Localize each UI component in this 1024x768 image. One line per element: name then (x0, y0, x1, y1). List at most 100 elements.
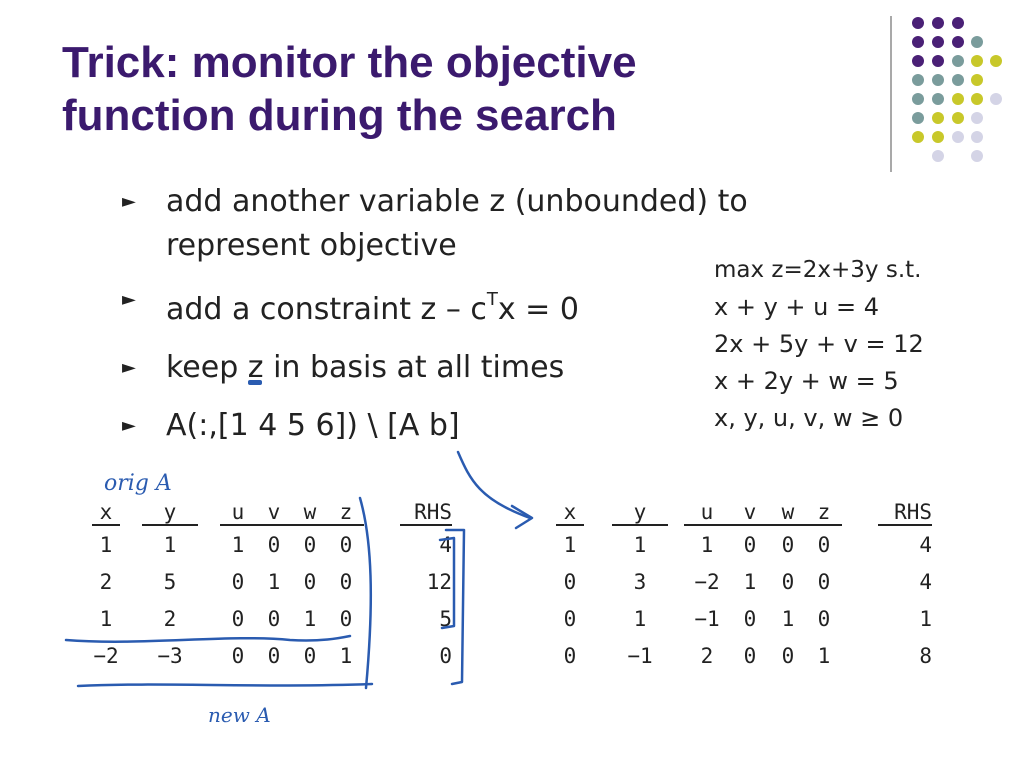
handwritten-new-a-label: new A (208, 703, 271, 727)
table-cell: 4 (919, 569, 932, 594)
spacer (668, 637, 684, 674)
table-cell: 0 (303, 532, 317, 557)
spacer (584, 600, 612, 637)
bullet-text: A(:,[1 4 5 6]) \ [A b] (166, 408, 460, 443)
dot (990, 93, 1002, 105)
column-header: u (684, 496, 730, 526)
transpose-superscript: T (486, 289, 498, 310)
dot (971, 93, 983, 105)
dot (971, 112, 983, 124)
dot (932, 17, 944, 29)
table-cell: 1 (339, 643, 353, 668)
bullet-arrow-icon: ► (122, 191, 136, 212)
bullet-text: add another variable z (unbounded) to re… (166, 184, 748, 263)
dot (952, 74, 964, 86)
table-cell: 2 (99, 569, 113, 594)
spacer (198, 637, 220, 674)
dot (912, 131, 924, 143)
table-cell: 0 (339, 532, 353, 557)
table-cell: 0 (439, 643, 452, 668)
table-cell: 0 (303, 569, 317, 594)
dot (952, 93, 964, 105)
table-cell: 1 (700, 532, 714, 557)
dot (932, 55, 944, 67)
table-cell: 1 (563, 532, 577, 557)
table-cell: 0 (743, 532, 757, 557)
spacer (120, 637, 142, 674)
spacer (668, 600, 684, 637)
bullet-arrow-icon: ► (122, 289, 136, 310)
slide-title-line-1: Trick: monitor the objective (62, 38, 637, 87)
decorative-divider (890, 16, 892, 172)
spacer (198, 600, 220, 637)
table-cell: 2 (163, 606, 177, 631)
column-header: RHS (400, 496, 452, 526)
ink-new-a-underline (76, 682, 374, 688)
spacer (842, 496, 878, 525)
dot (932, 36, 944, 48)
table-cell: 0 (563, 606, 577, 631)
table-cell: 1 (267, 569, 281, 594)
dot (971, 55, 983, 67)
column-header: RHS (878, 496, 932, 526)
spacer (364, 525, 400, 563)
lp-line: x + 2y + w = 5 (714, 367, 899, 395)
column-header: x (556, 496, 584, 526)
table-cell: 1 (633, 532, 647, 557)
bullet-text: add a constraint z – c (166, 292, 487, 327)
table-cell: 1 (817, 643, 831, 668)
handwritten-orig-a-label: orig A (104, 471, 172, 496)
table-cell: 3 (633, 569, 647, 594)
spacer (364, 637, 400, 674)
spacer (668, 496, 684, 525)
spacer (842, 563, 878, 600)
spacer (842, 637, 878, 674)
bullet-item: ► keep z in basis at all times (118, 346, 818, 390)
column-header: w (292, 496, 328, 526)
column-header: y (612, 496, 668, 526)
table-cell: 4 (919, 532, 932, 557)
slide-title-line-2: function during the search (62, 91, 617, 140)
dot (912, 93, 924, 105)
table-cell: 1 (163, 532, 177, 557)
table-cell: 0 (231, 606, 245, 631)
table-cell: 0 (267, 606, 281, 631)
spacer (668, 563, 684, 600)
spacer (668, 525, 684, 563)
table-cell: 1 (99, 606, 113, 631)
table-cell: 0 (781, 569, 795, 594)
spacer (198, 496, 220, 525)
ink-arrow-head (510, 504, 534, 530)
dot (932, 74, 944, 86)
lp-line: 2x + 5y + v = 12 (714, 330, 924, 358)
dot (912, 17, 924, 29)
column-header: x (92, 496, 120, 526)
bullet-arrow-icon: ► (122, 415, 136, 436)
table-header-row: x y u v w z RHS (556, 496, 932, 526)
bullet-list: ► add another variable z (unbounded) to … (118, 180, 818, 448)
table-cell: 0 (743, 643, 757, 668)
table-cell: 8 (919, 643, 932, 668)
spacer (120, 600, 142, 637)
column-header: y (142, 496, 198, 526)
table-cell: −1 (694, 606, 720, 631)
spacer (120, 496, 142, 525)
spacer (198, 525, 220, 563)
spacer (364, 496, 400, 525)
spacer (364, 563, 400, 600)
table-cell: 1 (303, 606, 317, 631)
table-cell: 12 (426, 569, 452, 594)
spacer (842, 525, 878, 563)
table-cell: 0 (817, 569, 831, 594)
table-cell: −3 (157, 643, 183, 668)
dot (932, 93, 944, 105)
spacer (198, 563, 220, 600)
table-cell: 0 (817, 606, 831, 631)
bullet-arrow-icon: ► (122, 357, 136, 378)
table-cell: 0 (817, 532, 831, 557)
